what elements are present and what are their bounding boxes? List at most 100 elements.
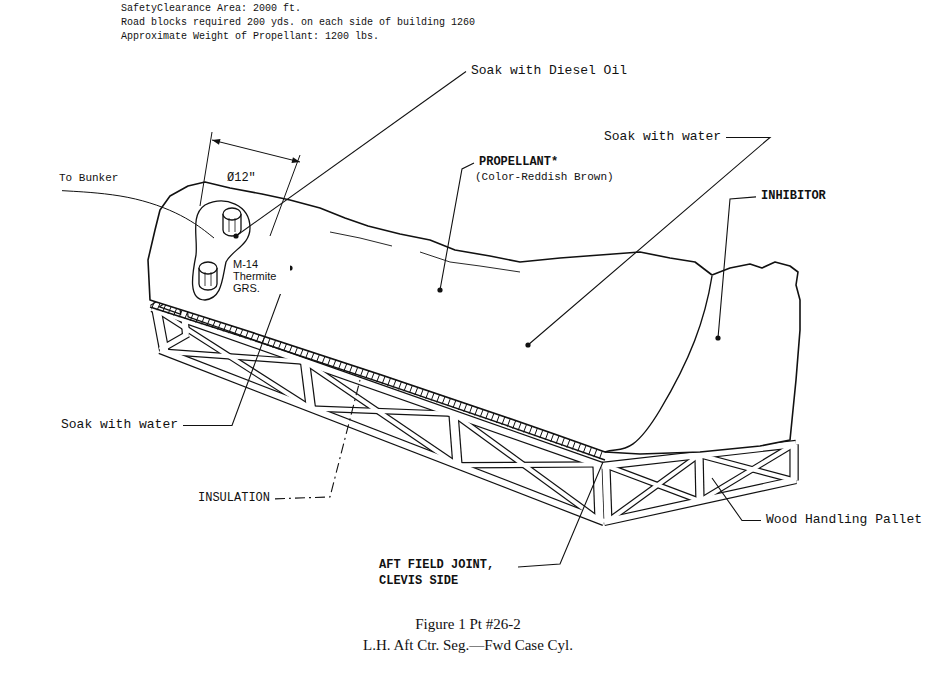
insulation-hatch [234, 328, 237, 335]
part-note: (Color-Reddish Brown) [474, 171, 615, 184]
callout-text: Soak with water [603, 130, 722, 145]
insulation-hatch [502, 417, 505, 425]
arrowhead [292, 157, 300, 163]
insulation-hatch [545, 432, 548, 440]
part-name: AFT FIELD JOINT, CLEVIS SIDE [378, 558, 515, 589]
part-name: M-14 Thermite GRS. [232, 258, 290, 294]
insulation-hatch [496, 415, 499, 423]
insulation-hatch [273, 340, 276, 347]
insulation-hatch [486, 411, 489, 419]
leader-dot [525, 342, 530, 347]
insulation-hatch [300, 349, 303, 357]
leader-line [718, 197, 756, 338]
insulation-hatch [196, 315, 199, 322]
insulation-hatch [594, 449, 597, 457]
pallet-plank-face [606, 466, 700, 501]
insulation-hatch [458, 402, 461, 410]
insulation-hatch [311, 353, 314, 361]
insulation-hatch [168, 307, 171, 314]
insulation-hatch [437, 395, 440, 403]
propellant-segment [148, 182, 800, 460]
leader-line [528, 137, 770, 345]
insulation-hatch [207, 319, 210, 326]
insulation-hatch [278, 342, 281, 349]
insulation-hatch [212, 321, 215, 328]
insulation-hatch [338, 362, 341, 370]
insulation-edge [150, 307, 605, 460]
insulation-hatch [218, 322, 221, 329]
insulation-hatch [317, 354, 320, 362]
insulation-hatch [190, 314, 193, 321]
part-name: INHIBITOR [760, 190, 827, 204]
part-name: Wood Handling Pallet [765, 513, 923, 528]
leader-dot [715, 335, 720, 340]
extension-line [200, 132, 212, 206]
insulation-hatch [295, 347, 298, 355]
leader-line [236, 71, 466, 236]
grenade-top [223, 208, 241, 220]
leader-line [62, 191, 214, 238]
callout-text: Soak with Diesel Oil [470, 64, 628, 79]
insulation-hatch [388, 378, 391, 386]
insulation-hatch [327, 358, 330, 366]
dimension-text: Ø12" [226, 172, 257, 186]
figure-title: L.H. Aft Ctr. Seg.—Fwd Case Cyl. [362, 637, 574, 654]
insulation-hatch [567, 440, 570, 448]
dimension-line [212, 140, 300, 162]
insulation-hatch [289, 345, 292, 353]
insulation-hatch [426, 391, 429, 399]
insulation-hatch [157, 303, 160, 310]
diameter-dimension [200, 132, 300, 236]
insulation-hatch [534, 428, 537, 436]
callout-text: To Bunker [58, 172, 119, 185]
pallet-plank-face [311, 408, 454, 413]
insulation-hatch [371, 372, 374, 380]
pallet-plank-face [606, 466, 608, 522]
part-name: PROPELLANT* [478, 156, 559, 170]
insulation-hatch [469, 406, 472, 414]
pallet-plank-outline [699, 455, 700, 501]
pallet-plank-face [454, 414, 458, 465]
insulation-hatch [256, 335, 259, 342]
insulation-hatch [475, 408, 478, 416]
insulation-hatch [360, 369, 363, 377]
insulation-hatch [377, 374, 380, 382]
insulation-hatch [448, 398, 451, 406]
insulation-hatch [551, 434, 554, 442]
callout-text: Soak with water [60, 418, 179, 433]
pallet-plank-face [457, 462, 597, 467]
insulation-hatch [415, 387, 418, 395]
insulation-hatch [355, 367, 358, 375]
insulation-hatch [306, 351, 309, 359]
insulation-hatch [583, 445, 586, 453]
insulation-hatch [491, 413, 494, 421]
insulation-hatch [518, 423, 521, 431]
pallet-plank-face [608, 455, 699, 521]
insulation-hatch [561, 438, 564, 446]
insulation-hatch [284, 344, 287, 352]
leader-line [440, 163, 474, 290]
insulation-hatch [529, 426, 532, 434]
pallet-plank-outline [789, 444, 798, 480]
insulation-hatch [409, 385, 412, 393]
grenade-lever [229, 218, 235, 232]
arrowhead [212, 139, 220, 145]
insulation-hatch [420, 389, 423, 397]
insulation-hatch [245, 331, 248, 338]
insulation-hatch [251, 333, 254, 340]
note-text: Approximate Weight of Propellant: 1200 l… [120, 31, 380, 43]
insulation-hatch [453, 400, 456, 408]
part-name: INSULATION [197, 492, 271, 506]
pallet-plank-face [164, 352, 305, 362]
figure-caption: Figure 1 Pt #26-2 [414, 616, 521, 633]
insulation-hatch [349, 365, 352, 373]
pallet-plank-face [305, 362, 311, 409]
insulation-hatch [240, 329, 243, 336]
insulation-hatch [599, 451, 602, 459]
insulation-hatch [201, 317, 204, 324]
insulation-hatch [163, 305, 166, 312]
grenade-top [199, 262, 217, 274]
extension-line [270, 155, 300, 236]
segment-outline [148, 182, 800, 454]
grenade-lever [205, 272, 211, 286]
